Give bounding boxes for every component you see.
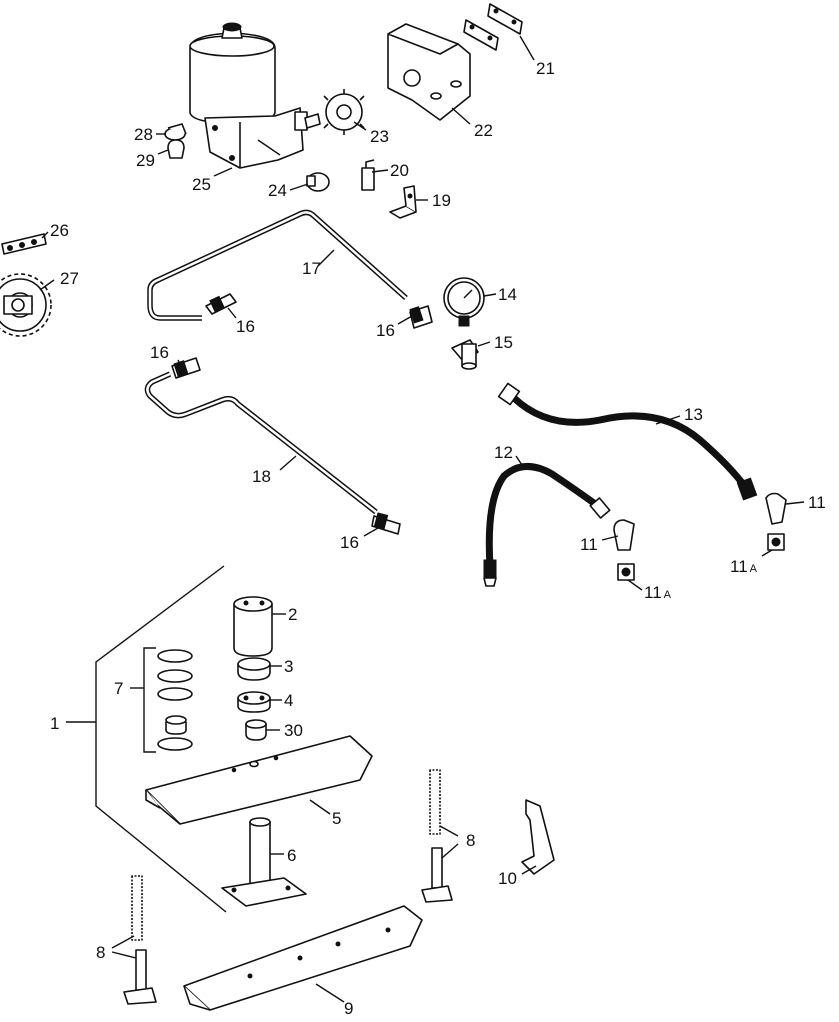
fitting-16d xyxy=(371,512,401,535)
callout-20: 20 xyxy=(390,161,409,180)
callout-4: 4 xyxy=(284,691,293,710)
fitting-16b xyxy=(409,305,433,329)
crossbar-9 xyxy=(183,905,423,1011)
callout-25: 25 xyxy=(192,175,211,194)
callout-8-left: 8 xyxy=(96,943,105,962)
power-steering-pump xyxy=(189,22,321,169)
hose-13 xyxy=(497,382,758,501)
callout-11-right: 11 xyxy=(808,493,826,512)
callout-1: 1 xyxy=(50,714,59,733)
callout-18: 18 xyxy=(252,467,271,486)
callout-16-c: 16 xyxy=(150,343,169,362)
callout-28: 28 xyxy=(134,125,153,144)
plug-24 xyxy=(306,172,330,192)
callout-3: 3 xyxy=(284,657,293,676)
fitting-16c xyxy=(171,357,201,379)
washer-4 xyxy=(237,691,271,713)
hose-12 xyxy=(483,463,611,587)
tube-17 xyxy=(147,209,408,321)
tube-18 xyxy=(144,371,378,515)
seal-kit-7 xyxy=(157,649,193,751)
callout-17: 17 xyxy=(302,259,321,278)
callout-13: 13 xyxy=(684,405,703,424)
callout-10: 10 xyxy=(498,869,517,888)
callout-7: 7 xyxy=(114,679,123,698)
callout-21: 21 xyxy=(536,59,555,78)
bracket-10 xyxy=(521,799,555,875)
callout-12: 12 xyxy=(494,443,513,462)
callout-29: 29 xyxy=(136,151,155,170)
callout-5: 5 xyxy=(332,809,341,828)
elbow-11b xyxy=(765,492,787,525)
adapter-11A-2 xyxy=(767,533,785,551)
sleeve-2 xyxy=(233,596,273,657)
callout-16-a: 16 xyxy=(236,317,255,336)
callout-30: 30 xyxy=(284,721,303,740)
clip-28 xyxy=(164,123,187,141)
callout-11-left: 11 xyxy=(580,535,598,554)
callout-16-b: 16 xyxy=(376,321,395,340)
callout-22: 22 xyxy=(474,121,493,140)
group-bracket-1 xyxy=(95,565,227,913)
mounting-bracket-22 xyxy=(387,23,471,121)
bolt-8-right xyxy=(421,769,453,903)
sprocket-23 xyxy=(323,89,365,135)
callout-8-right: 8 xyxy=(466,831,475,850)
callout-26: 26 xyxy=(50,221,69,240)
fitting-16a xyxy=(205,293,237,315)
callout-2: 2 xyxy=(288,605,297,624)
elbow-11a xyxy=(613,519,635,551)
bushing-30 xyxy=(245,719,267,741)
callout-14: 14 xyxy=(498,285,517,304)
bolt-8-left xyxy=(123,875,157,1005)
callout-15: 15 xyxy=(494,333,513,352)
clip-20 xyxy=(361,159,375,191)
cap-29 xyxy=(167,139,185,159)
chain-26 xyxy=(1,233,47,255)
callout-9: 9 xyxy=(344,999,353,1018)
group-bracket-7 xyxy=(143,647,156,753)
callout-24: 24 xyxy=(268,181,287,200)
leader-lines xyxy=(39,35,805,1003)
adapter-11A-1 xyxy=(617,563,635,581)
callout-16-d: 16 xyxy=(340,533,359,552)
spindle-6 xyxy=(221,817,307,907)
callout-6: 6 xyxy=(287,846,296,865)
callout-19: 19 xyxy=(432,191,451,210)
arm-5 xyxy=(145,735,373,825)
plates-21 xyxy=(463,3,523,51)
pressure-gauge-14 xyxy=(443,277,485,327)
sprocket-27 xyxy=(0,273,52,337)
angle-bracket-19 xyxy=(389,185,417,219)
tee-fitting-15 xyxy=(451,339,479,370)
callout-23: 23 xyxy=(370,127,389,146)
callout-27: 27 xyxy=(60,269,79,288)
seal-3 xyxy=(237,657,271,681)
